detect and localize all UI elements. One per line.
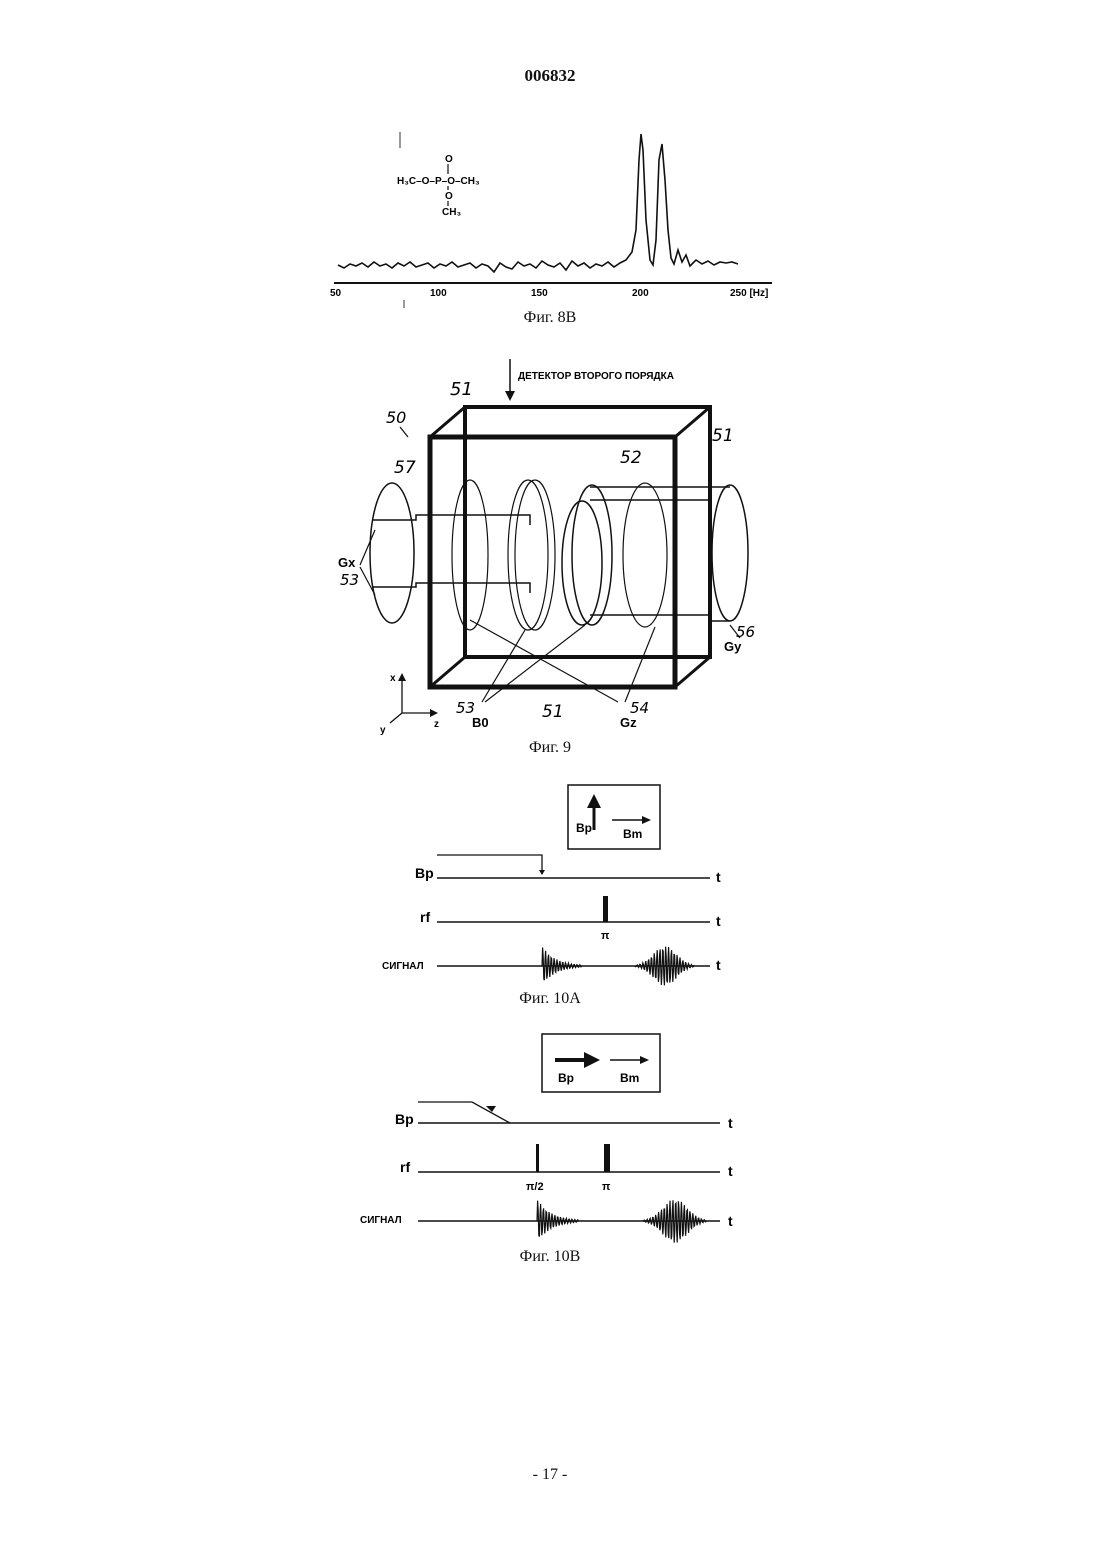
fig10a-row-rf: rf — [420, 909, 430, 925]
fig10b-caption: Фиг. 10B — [0, 1248, 1100, 1266]
spectrum-line — [338, 134, 738, 272]
fig10b-echo — [643, 1200, 707, 1242]
ref-50: 50 — [386, 408, 406, 427]
tick-150: 150 — [531, 288, 548, 299]
tick-250: 250 [Hz] — [730, 288, 768, 299]
fig10a-legend-bp: Bp — [576, 821, 592, 835]
molecule-structure: O H₃C–O–P–O–CH₃ O CH₃ — [397, 154, 480, 218]
fig10a-pi-pulse — [603, 896, 608, 922]
fig10b-pi-pulse — [604, 1144, 610, 1172]
label-gz: Gz — [620, 715, 637, 730]
fig10a-echo — [635, 947, 694, 986]
label-gy: Gy — [724, 639, 742, 654]
ref-51-top: 51 — [450, 379, 473, 400]
fig10a-t-signal: t — [716, 957, 721, 973]
gz-coil-2 — [623, 483, 667, 627]
gx-coil-left — [370, 483, 414, 623]
fig10a-timing: Bp Bm Bp t rf π t СИГНАЛ t — [360, 782, 740, 992]
fig9-caption: Фиг. 9 — [0, 739, 1100, 757]
label-gx: Gx — [338, 555, 356, 570]
fig10a-row-signal: СИГНАЛ — [382, 961, 424, 972]
molecule-o-bottom: O — [445, 191, 453, 202]
axis-y-label: y — [380, 725, 386, 736]
ref-57: 57 — [394, 458, 416, 478]
ref-51-bottom: 51 — [542, 702, 564, 722]
fig10a-legend-box — [568, 785, 660, 849]
fig10a-bp-pulse — [437, 855, 542, 874]
page-number: - 17 - — [0, 1466, 1100, 1484]
gz-coil-1 — [562, 501, 602, 625]
fig10b-pi2-label: π/2 — [526, 1181, 544, 1193]
axis-z-label: z — [434, 719, 439, 730]
fig10b-fid — [537, 1201, 578, 1237]
x-tick-labels: 50 100 150 200 250 [Hz] — [330, 288, 768, 299]
fig10b-row-bp: Bp — [395, 1111, 414, 1127]
b0-coil-1 — [452, 480, 488, 630]
fig10b-bp-ramp — [418, 1102, 510, 1123]
label-b0: B0 — [472, 715, 489, 730]
detector-label: ДЕТЕКТОР ВТОРОГО ПОРЯДКА — [518, 371, 674, 382]
fig10b-row-rf: rf — [400, 1159, 410, 1175]
tick-100: 100 — [430, 288, 447, 299]
fig10b-legend-bp: Bp — [558, 1071, 574, 1085]
fig10b-pi-label: π — [602, 1181, 611, 1193]
molecule-chain: H₃C–O–P–O–CH₃ — [397, 176, 480, 187]
tick-50: 50 — [330, 288, 342, 299]
fig10b-t-rf: t — [728, 1163, 733, 1179]
fig10b-row-signal: СИГНАЛ — [360, 1215, 402, 1226]
fig10a-row-bp: Bp — [415, 865, 434, 881]
molecule-o-top: O — [445, 154, 453, 165]
fig10b-t-bp: t — [728, 1115, 733, 1131]
fig8b-spectrum: O H₃C–O–P–O–CH₃ O CH₃ 50 100 150 200 250… — [320, 120, 790, 310]
ref-51-right: 51 — [712, 426, 734, 446]
fig10a-t-bp: t — [716, 869, 721, 885]
fig10b-legend-bm: Bm — [620, 1071, 639, 1085]
fig10a-pi-label: π — [601, 930, 610, 942]
fig10a-t-rf: t — [716, 913, 721, 929]
axis-x-label: x — [390, 673, 396, 684]
document-number: 006832 — [0, 66, 1100, 86]
fig10a-caption: Фиг. 10A — [0, 990, 1100, 1008]
ref-53-left: 53 — [340, 571, 359, 589]
fig10a-fid — [542, 948, 582, 981]
tick-200: 200 — [632, 288, 649, 299]
fig9-diagram: ДЕТЕКТОР ВТОРОГО ПОРЯДКА 51 50 51 52 57 … — [320, 355, 800, 745]
fig10b-pi2-pulse — [536, 1144, 539, 1172]
fig10b-t-signal: t — [728, 1213, 733, 1229]
fig8b-caption: Фиг. 8B — [0, 309, 1100, 327]
ref-52: 52 — [620, 448, 642, 468]
fig10b-timing: Bp Bm Bp t rf π/2 π t СИГНАЛ t — [350, 1030, 750, 1245]
gy-coil-right — [712, 485, 748, 621]
fig10a-legend-bm: Bm — [623, 827, 642, 841]
molecule-ch3-bottom: CH₃ — [442, 207, 461, 218]
b0-coil-2 — [508, 480, 548, 630]
